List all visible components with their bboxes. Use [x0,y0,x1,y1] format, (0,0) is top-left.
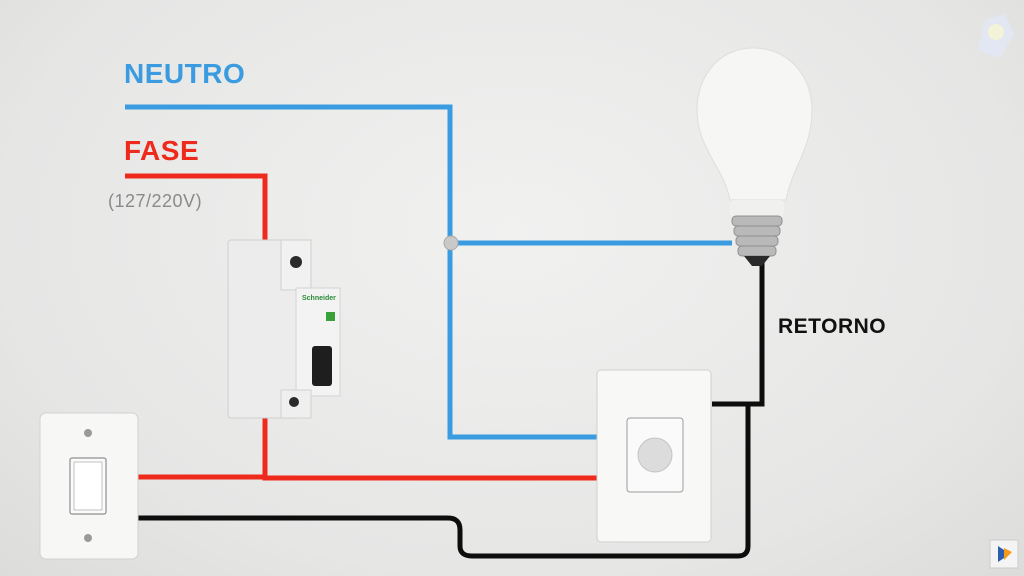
phase-label: FASE [124,135,200,166]
watermark-logo [978,14,1014,58]
return-label: RETORNO [778,315,887,338]
corner-logo [989,539,1019,569]
circuit-breaker [227,239,341,419]
neutral-wire [125,104,598,440]
voltage-label: (127/220V) [108,191,203,211]
phase-wire-out [262,415,598,481]
return-wire [712,262,765,407]
light-bulb [696,47,813,266]
neutral-label: NEUTRO [124,58,246,89]
switch-return-wire [136,404,751,559]
presence-sensor [596,369,712,543]
junction-node [443,235,459,251]
light-switch [39,412,139,560]
breaker-brand: Schneider [302,295,336,302]
phase-wire-in [125,173,268,240]
